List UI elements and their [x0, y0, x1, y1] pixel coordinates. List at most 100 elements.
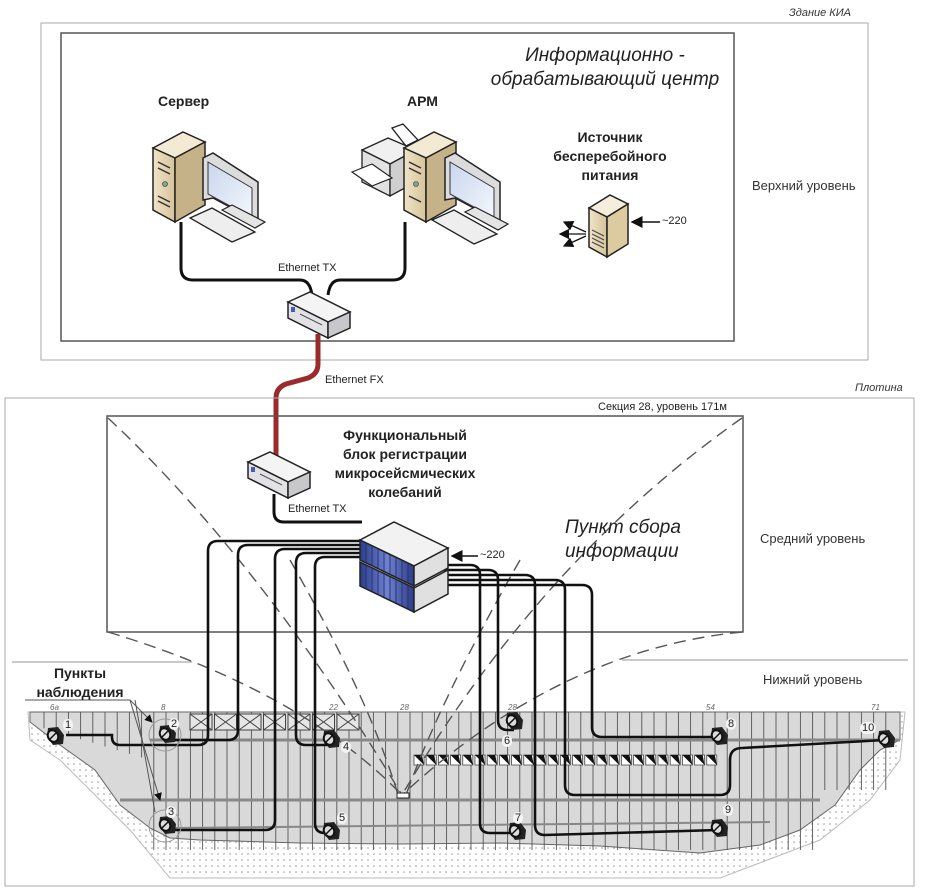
collection-unit-icon	[358, 521, 450, 614]
drainage-marker	[706, 754, 718, 766]
drainage-markers	[413, 754, 718, 766]
top-ethernet-tx-label: Ethernet TX	[278, 262, 337, 274]
processing-center-frame	[60, 32, 735, 342]
observation-sensor-icon	[877, 730, 895, 748]
observation-pointers	[25, 699, 162, 813]
drainage-marker	[608, 754, 620, 766]
building-label: Здание КИА	[789, 7, 851, 19]
workstation-label: АРМ	[407, 93, 438, 109]
drainage-marker	[462, 754, 474, 766]
section-number: 22	[329, 703, 338, 712]
observation-sensor-icon	[505, 712, 523, 730]
drainage-marker	[425, 754, 437, 766]
upper-level-label: Верхний уровень	[752, 178, 856, 193]
ups-label: Источник бесперебойного питания	[550, 128, 670, 185]
sensor-number: 1	[63, 719, 74, 731]
server-cable	[179, 222, 314, 296]
sensor-number: 6	[502, 735, 513, 747]
collection-point-title: Пункт сбора информации	[565, 516, 705, 564]
section-label: Секция 28, уровень 171м	[598, 401, 727, 413]
drainage-marker	[523, 754, 535, 766]
processing-center-title: Информационно - обрабатывающий центр	[475, 44, 735, 92]
block-label-line-3: микросейсмических	[334, 465, 476, 481]
drainage-marker	[413, 754, 425, 766]
ethernet-fx-cable	[273, 334, 321, 468]
observation-sensor-icon	[508, 822, 526, 840]
block-switch-icon	[246, 451, 312, 500]
dam-label: Плотина	[855, 382, 903, 394]
server-label: Сервер	[158, 93, 210, 109]
observation-sensor-icon	[46, 727, 64, 745]
drainage-marker	[511, 754, 522, 766]
sensor-number: 2	[169, 718, 180, 730]
drainage-marker	[572, 754, 583, 766]
collection-power-label: ~220	[480, 549, 505, 561]
drainage-marker	[621, 754, 632, 766]
section-number: 8	[161, 703, 166, 712]
drainage-marker	[682, 754, 693, 766]
observation-label-line-2: наблюдения	[36, 684, 124, 700]
drainage-marker	[450, 754, 461, 766]
sensor-number: 3	[166, 806, 177, 818]
observation-sensor-icon	[158, 816, 176, 834]
collection-title-line-1: Пункт сбора	[565, 517, 681, 538]
ethernet-fx-label: Ethernet FX	[325, 374, 384, 386]
ups-label-line-1: Источник	[577, 129, 643, 145]
gallery-cell	[214, 713, 237, 731]
drainage-marker	[633, 754, 644, 766]
block-label-line-4: колебаний	[368, 484, 442, 500]
drainage-marker	[645, 754, 657, 766]
sensor-number: 10	[860, 722, 877, 734]
observation-points-label: Пункты наблюдения	[25, 664, 135, 702]
ups-label-line-3: питания	[581, 167, 639, 183]
ups-power-label: ~220	[662, 215, 687, 227]
drainage-marker	[694, 754, 705, 766]
sensor-number: 4	[341, 741, 352, 753]
ups-output-arrows	[558, 221, 587, 247]
observation-sensor-icon	[322, 822, 340, 840]
lower-level-label: Нижний уровень	[763, 672, 863, 687]
gallery-cell	[238, 713, 262, 731]
highlight-circle-3	[148, 809, 182, 843]
sensor-number: 8	[726, 718, 737, 730]
collection-title-line-2: информации	[565, 541, 679, 562]
observation-sensor-icon	[322, 730, 340, 748]
sensor-number: 9	[723, 804, 734, 816]
gallery-cells	[189, 713, 360, 731]
ups-label-line-2: бесперебойного	[553, 148, 667, 164]
gallery-cell	[336, 713, 360, 731]
dam-frame	[4, 397, 915, 887]
top-switch-icon	[286, 291, 352, 340]
seismic-rays	[107, 417, 743, 796]
drainage-marker	[486, 754, 498, 766]
drainage-marker	[596, 754, 608, 766]
processing-center-title-line-2: обрабатывающий центр	[490, 69, 720, 90]
block-ethernet-tx-label: Ethernet TX	[288, 503, 347, 515]
observation-sensor-icon	[710, 727, 728, 745]
drainage-marker	[669, 754, 681, 766]
drainage-marker	[584, 754, 596, 766]
gallery-cell	[189, 713, 213, 731]
section-number: 71	[871, 703, 880, 712]
server-icon	[151, 131, 267, 243]
building-frame	[40, 22, 869, 361]
section-number: 54	[706, 703, 715, 712]
registration-block-label: Функциональный блок регистрации микросей…	[320, 426, 490, 502]
observation-sensor-icon	[158, 725, 176, 743]
section-number: 6а	[50, 703, 59, 712]
dam-cross-section	[27, 711, 906, 879]
sensor-number: 5	[337, 812, 348, 824]
sensor-cables	[66, 539, 886, 837]
block-label-line-2: блок регистрации	[342, 446, 468, 462]
workstation-icon	[402, 131, 510, 245]
central-sensor	[396, 792, 410, 799]
observation-sensor-icon	[710, 819, 728, 837]
collection-point-frame	[106, 415, 744, 633]
block-ethernet-cable	[272, 494, 362, 524]
highlight-circle-2	[148, 718, 182, 752]
gallery-cell	[287, 713, 311, 731]
section-number: 28	[508, 703, 517, 712]
observation-label-line-1: Пункты	[53, 665, 107, 681]
ups-icon	[587, 194, 630, 259]
